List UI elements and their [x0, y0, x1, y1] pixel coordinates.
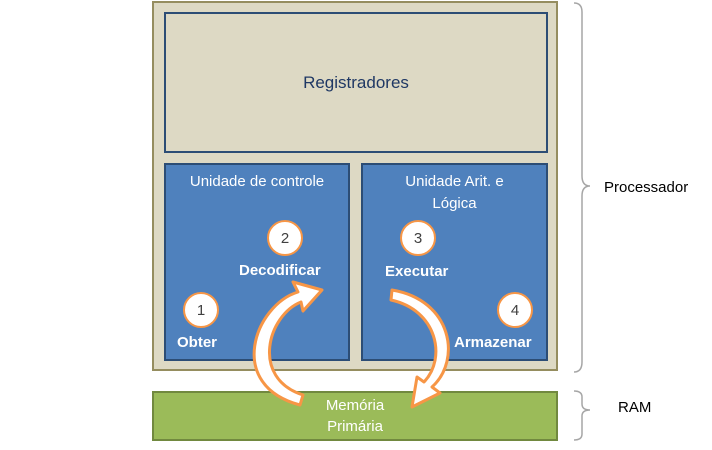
primary-memory-box: Memória Primária: [152, 391, 558, 441]
step-2-circle: 2: [267, 220, 303, 256]
step-1-circle: 1: [183, 292, 219, 328]
alu-label-line1: Unidade Arit. e: [405, 173, 504, 190]
store-arrow: [389, 288, 450, 409]
step-3-number: 3: [413, 229, 423, 247]
processor-label: Processador: [604, 179, 689, 196]
memory-label-line2: Primária: [327, 418, 383, 435]
control-unit-label: Unidade de controle: [189, 173, 325, 190]
ram-label: RAM: [618, 399, 652, 416]
step-3-circle: 3: [400, 220, 436, 256]
registers-label: Registradores: [303, 72, 409, 92]
alu-box: Unidade Arit. e Lógica: [361, 163, 548, 361]
control-unit-box: Unidade de controle: [164, 163, 350, 361]
registers-box: Registradores: [164, 12, 548, 153]
step-4-label: Armazenar: [454, 334, 532, 351]
step-2-number: 2: [280, 229, 290, 247]
alu-label-line2: Lógica: [432, 195, 477, 212]
step-4-circle: 4: [497, 292, 533, 328]
processor-brace: [573, 2, 591, 373]
step-4-number: 4: [510, 301, 520, 319]
step-2-label: Decodificar: [239, 262, 321, 279]
fetch-arrow: [252, 280, 324, 407]
step-3-label: Executar: [385, 263, 449, 280]
step-1-number: 1: [196, 301, 206, 319]
memory-label-line1: Memória: [325, 397, 385, 414]
step-1-label: Obter: [177, 334, 218, 351]
ram-brace: [573, 390, 591, 441]
